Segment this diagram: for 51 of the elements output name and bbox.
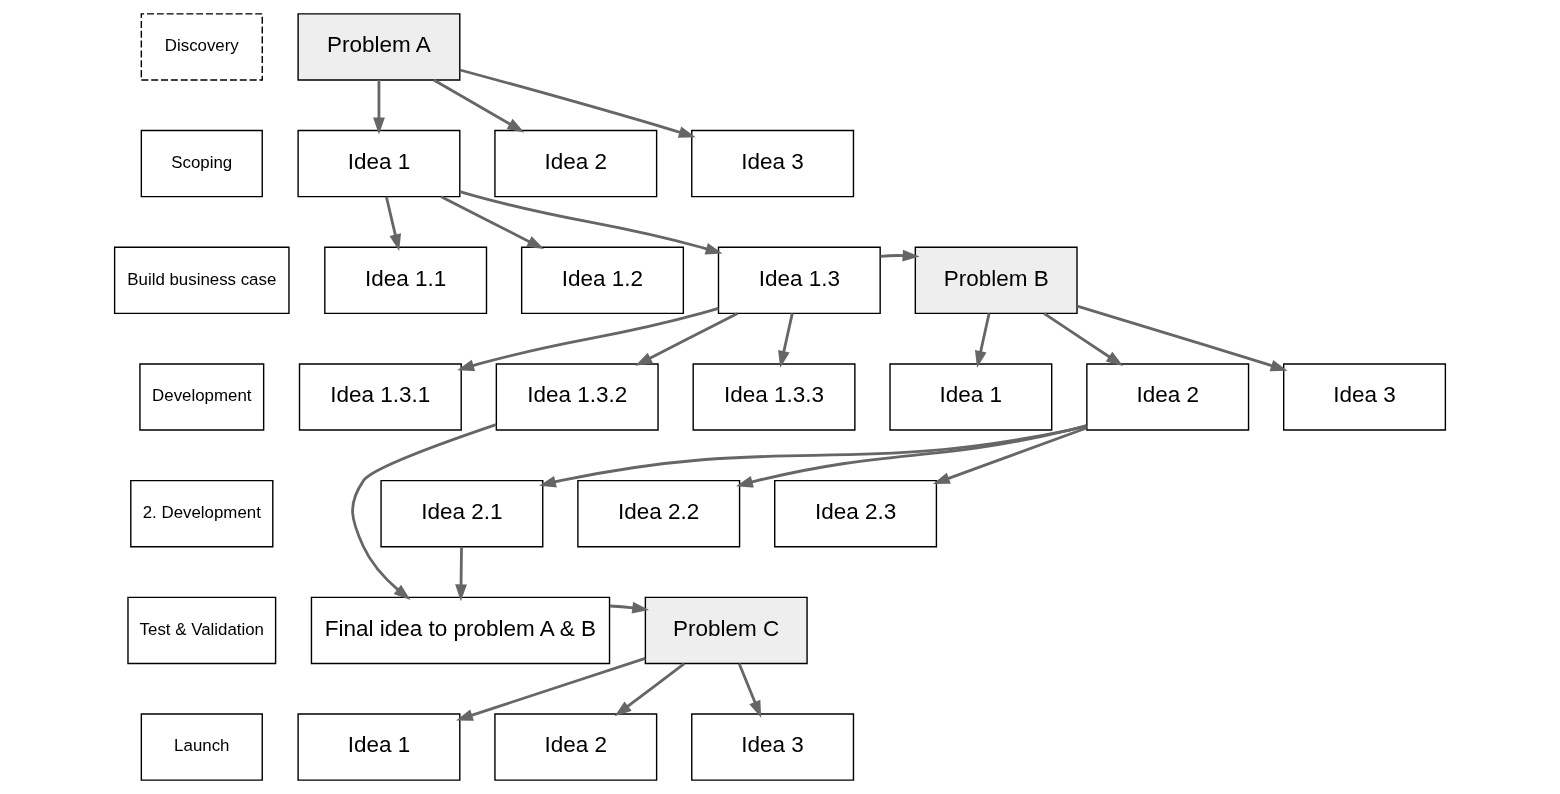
node-box: 2. Development [130,479,274,548]
node-box: Idea 1.3.1 [298,363,462,431]
arrow [736,424,1087,488]
node-box: Problem A [297,13,461,81]
node-box: Idea 1.3 [717,246,881,315]
arrow [456,657,646,721]
node-box: Idea 2.3 [774,479,938,548]
node-box: Problem B [914,246,1078,315]
arrow [440,195,544,250]
node-box: Idea 2 [494,129,658,198]
node-box: Discovery [140,13,263,81]
arrow [385,196,402,252]
node-box: Idea 1.1 [324,246,488,315]
node-box: Scoping [140,129,263,198]
arrow [459,190,723,255]
node-box: Build business case [113,246,290,315]
node-box: Idea 1 [297,129,461,198]
arrow [778,313,794,368]
node-box: Launch [140,713,263,781]
arrow [609,601,650,614]
arrow [635,312,739,366]
arrow [455,546,467,602]
node-box: Idea 1 [889,363,1053,431]
arrow [351,423,497,600]
node-box: Idea 2.1 [380,479,544,548]
node-box: Idea 1 [297,713,461,781]
node-box: Idea 2 [1086,363,1250,431]
arrow [1043,312,1124,366]
arrow [737,663,762,718]
arrow [539,424,1087,488]
node-box: Idea 3 [691,713,855,781]
node-box: Problem C [644,596,808,665]
node-box: Development [139,363,265,431]
arrow [373,80,385,135]
arrow [457,307,719,372]
arrow [974,313,991,368]
node-box: Idea 1.3.3 [692,363,856,431]
node-box: Idea 1.3.2 [495,363,659,431]
node-box: Test & Validation [127,596,277,665]
node-box: Idea 3 [691,129,855,198]
node-box: Idea 3 [1283,363,1447,431]
node-box: Idea 2 [494,713,658,781]
arrow [614,662,686,717]
node-box: Idea 1.2 [520,246,685,315]
arrow [433,78,525,133]
node-box: Final idea to problem A & B [310,596,611,665]
arrow [932,426,1087,485]
arrow [880,249,920,262]
arrow [1076,304,1288,372]
node-box: Idea 2.2 [577,479,741,548]
arrow [459,68,696,138]
